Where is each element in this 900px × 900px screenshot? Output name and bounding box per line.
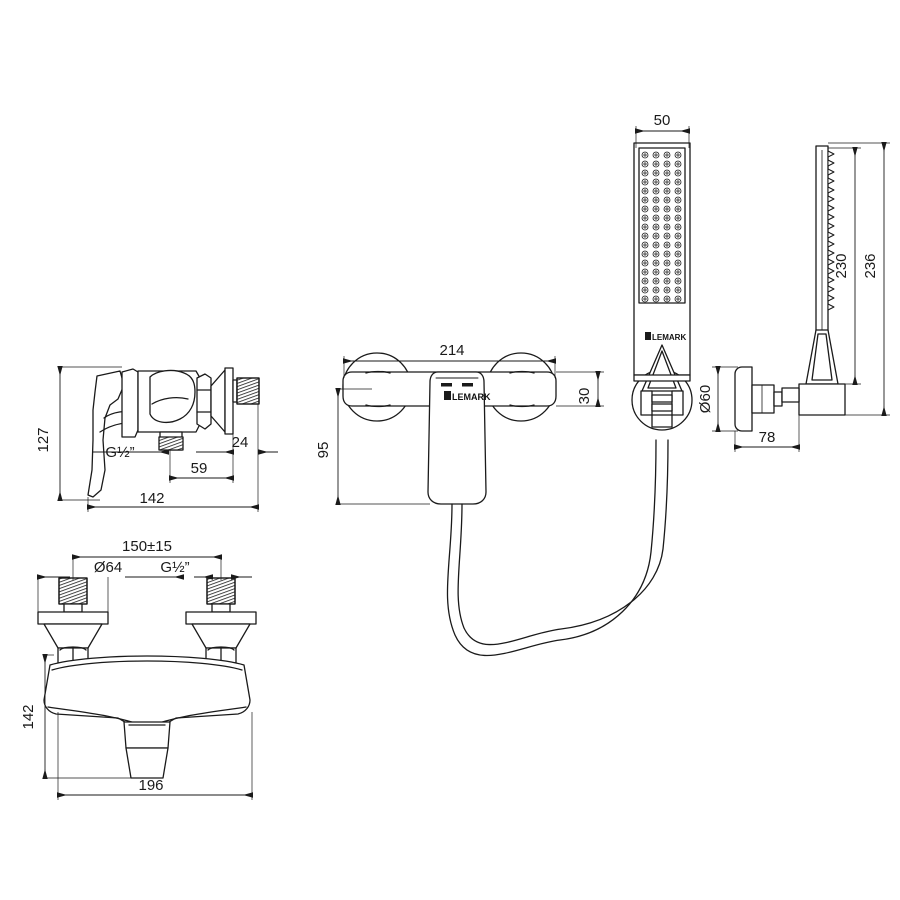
shower-hose [446, 439, 669, 657]
dims-hand-shower [635, 126, 690, 148]
brand-logo-body-mark [444, 391, 451, 400]
right-eccentric-thread [206, 577, 236, 605]
dim-label-196: 196 [138, 777, 163, 794]
right-cap-bottom [509, 404, 535, 408]
holder-clip-right [671, 390, 684, 416]
dims-right-view [712, 142, 890, 452]
right-nut-curve [207, 646, 235, 651]
holder-clip-left [640, 390, 653, 416]
mixer-body [43, 655, 251, 736]
holder-shelf [633, 374, 691, 382]
brand-logo-body-text: LEMARK [452, 392, 491, 402]
brand-logo-body: LEMARK [444, 391, 491, 402]
hose-inner-line [457, 439, 669, 646]
spout-lower [125, 747, 169, 779]
dims-side-view [57, 366, 278, 512]
side-handle-lever [87, 370, 125, 498]
side-outlet-thread [158, 436, 184, 451]
hand-shower-holder [631, 344, 693, 431]
dim-label-142: 142 [139, 490, 164, 507]
wand-nozzle-bumps [827, 150, 835, 311]
dim-label-d64: Ø64 [94, 559, 122, 576]
indicator-bar-cold [441, 383, 452, 387]
side-wall-thread [236, 377, 260, 405]
dim-label-214: 214 [439, 342, 464, 359]
view-hand-shower-side [734, 145, 846, 432]
brand-logo-head: LEMARK [645, 332, 686, 342]
holder-bar-top [651, 394, 673, 403]
side-dome-line [151, 397, 189, 405]
dim-label-230: 230 [833, 253, 850, 278]
nozzle-rows [641, 151, 682, 303]
right-escutcheon-plate [185, 611, 257, 625]
left-eccentric-thread [58, 577, 88, 605]
side-nut [196, 373, 212, 430]
wall-joint [773, 391, 783, 407]
dim-label-24: 24 [232, 434, 249, 451]
left-eccentric-neck [63, 603, 83, 613]
dim-label-59: 59 [191, 460, 208, 477]
side-flange [224, 367, 234, 435]
side-cartridge-cap [121, 368, 139, 438]
dims-main-view [335, 356, 604, 505]
dim-label-150: 150±15 [122, 538, 172, 555]
indicator-bar-hot [462, 383, 473, 387]
dims-bottom-view [37, 554, 253, 800]
mixer-body-topline [51, 660, 243, 671]
hose-outer-line [446, 439, 657, 657]
brand-logo-head-text: LEMARK [652, 333, 686, 342]
mixer-handle [427, 371, 487, 505]
left-cap-bottom [365, 404, 391, 408]
dim-label-thread-side: G½” [105, 444, 134, 461]
wand-flare-inner [811, 333, 833, 381]
hand-shower-nozzle-grid [641, 151, 682, 303]
right-cap-top [509, 370, 535, 374]
dim-label-30: 30 [576, 388, 593, 405]
wall-arm [751, 384, 775, 414]
spout-upper [123, 721, 171, 749]
holder-outlet [651, 414, 673, 428]
brand-logo-head-mark [645, 332, 651, 340]
dim-label-thread-bottom: G½” [160, 559, 189, 576]
dim-label-95: 95 [315, 442, 332, 459]
view-side-shower-mixer [87, 367, 260, 498]
side-holder-cup [798, 383, 846, 416]
dim-label-78: 78 [759, 429, 776, 446]
left-nut-curve [59, 646, 87, 651]
view-bath-mixer-front [37, 577, 257, 779]
view-shower-mixer-front [342, 352, 557, 505]
dim-label-127: 127 [35, 427, 52, 452]
dim-label-d60: Ø60 [697, 385, 714, 413]
side-body-dome [149, 369, 196, 424]
left-escutcheon-plate [37, 611, 109, 625]
wall-plate [734, 366, 753, 432]
right-eccentric-neck [211, 603, 231, 613]
holder-bar-bottom [651, 403, 673, 412]
left-cap-top [365, 370, 391, 374]
wall-pivot [781, 387, 800, 403]
dim-label-142b: 142 [20, 704, 37, 729]
side-wall-thread-outline [236, 377, 260, 405]
dim-label-50: 50 [654, 112, 671, 129]
dim-label-236: 236 [862, 253, 879, 278]
